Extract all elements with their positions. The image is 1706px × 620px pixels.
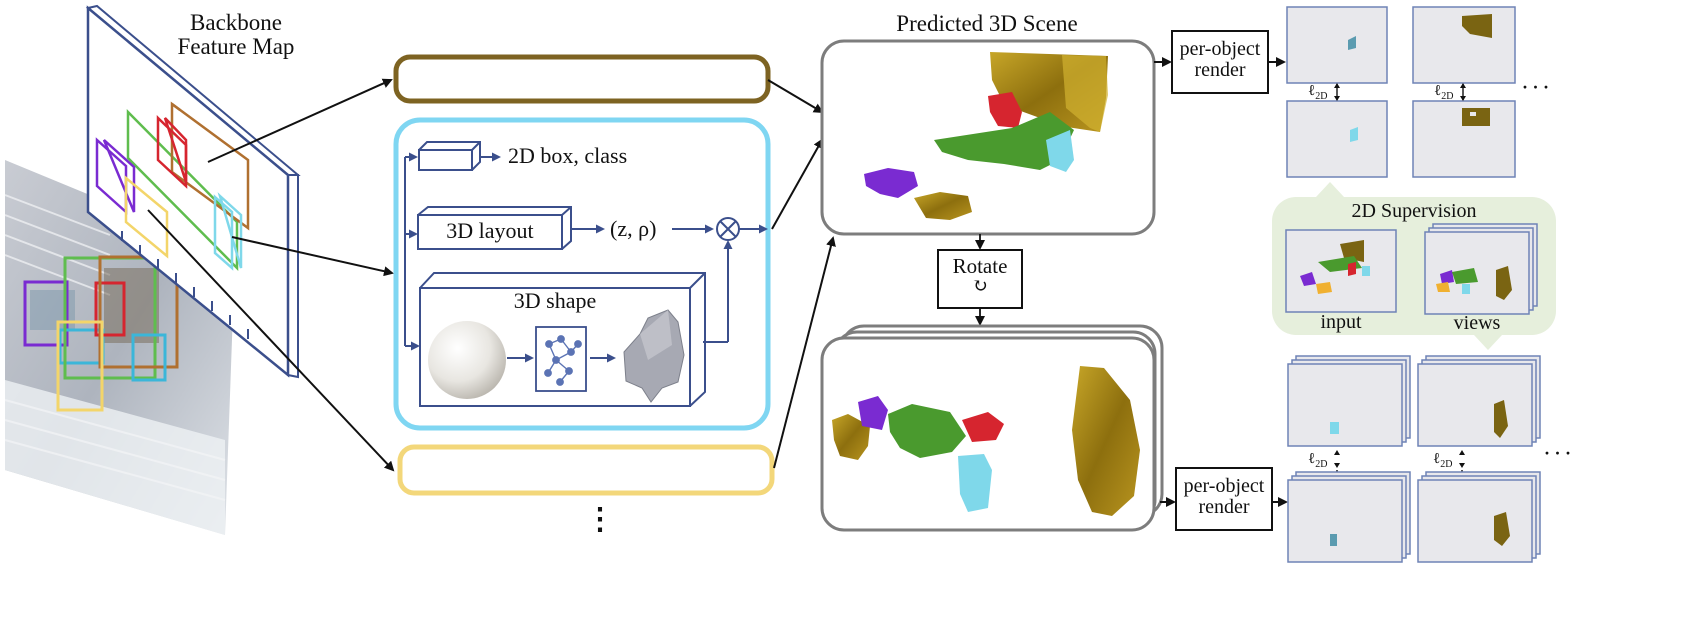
loss-label-top-left: ℓ2D <box>1308 83 1328 102</box>
loss-label-bottom-right: ℓ2D <box>1433 451 1453 470</box>
render-bottom-line2: render <box>1198 496 1250 518</box>
render-label-top: per-object render <box>1172 39 1268 81</box>
views-label: views <box>1453 312 1501 334</box>
supervision-title: 2D Supervision <box>1351 200 1477 222</box>
shape-label: 3D shape <box>513 288 597 313</box>
sphere-mesh <box>428 321 506 399</box>
box-class-label: 2D box, class <box>508 143 628 168</box>
graph-network-icon <box>544 335 582 386</box>
render-bottom-line1: per-object <box>1183 475 1265 497</box>
rotate-icon: ↻ <box>972 276 988 298</box>
loss-label-top-right: ℓ2D <box>1434 83 1454 102</box>
input-label: input <box>1320 311 1362 333</box>
backbone-title-line2: Feature Map <box>177 34 295 60</box>
render-box-bottom <box>1175 467 1273 531</box>
layout-label: 3D layout <box>446 218 534 243</box>
scene-objects-bottom <box>832 366 1140 516</box>
z-rho-label: (z, ρ) <box>610 216 657 241</box>
loss-label-bottom-left: ℓ2D <box>1308 451 1328 470</box>
render-tiles-top <box>1286 6 1516 178</box>
render-tiles-bottom <box>1287 355 1541 563</box>
brown-branch-bar <box>393 54 771 104</box>
backbone-title-line1: Backbone <box>190 10 282 35</box>
render-top-line1: per-object <box>1179 38 1261 60</box>
feature-map-plate <box>85 4 301 379</box>
vertical-ellipsis: ⋮ <box>585 503 615 536</box>
yellow-branch-bar <box>397 444 775 496</box>
scene-objects-top <box>864 52 1108 220</box>
render-box-top <box>1171 30 1269 94</box>
rotate-label: Rotate ↻ <box>938 255 1022 297</box>
render-top-line2: render <box>1194 59 1246 81</box>
ellipsis-top: · · · <box>1522 77 1550 97</box>
rotate-text: Rotate <box>952 254 1008 278</box>
backbone-title: Backbone Feature Map <box>168 10 304 60</box>
branch-internals <box>404 141 768 407</box>
ellipsis-bottom: · · · <box>1544 443 1572 463</box>
rotate-box <box>937 249 1023 309</box>
supervision-panel <box>1272 182 1556 350</box>
scene-title: Predicted 3D Scene <box>896 11 1078 36</box>
render-label-bottom: per-object render <box>1176 476 1272 518</box>
